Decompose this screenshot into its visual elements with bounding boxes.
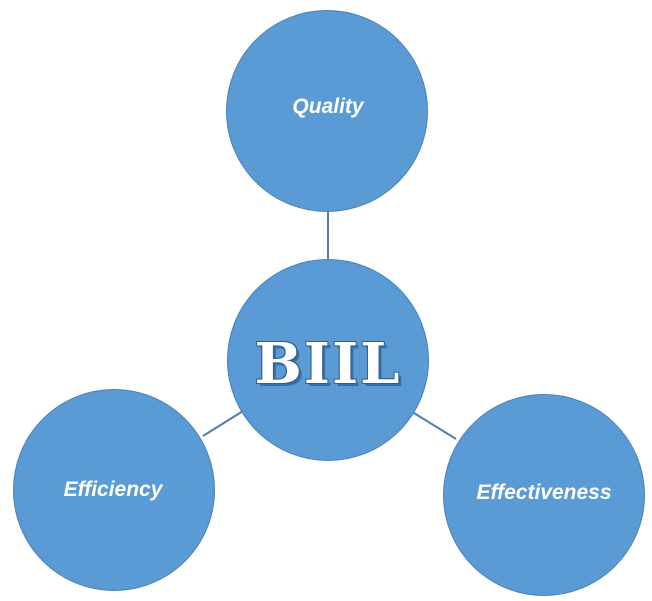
center-label: BIIL [254,331,402,397]
node-quality: Quality [226,10,428,212]
connector-efficiency [202,410,244,437]
node-efficiency: Efficiency [13,389,215,591]
node-center: BIIL [227,259,429,461]
node-label-effectiveness: Effectiveness [476,481,612,504]
node-effectiveness: Effectiveness [443,394,645,596]
node-label-quality: Quality [292,95,364,118]
node-label-efficiency: Efficiency [63,478,163,501]
connector-effectiveness [413,412,457,440]
